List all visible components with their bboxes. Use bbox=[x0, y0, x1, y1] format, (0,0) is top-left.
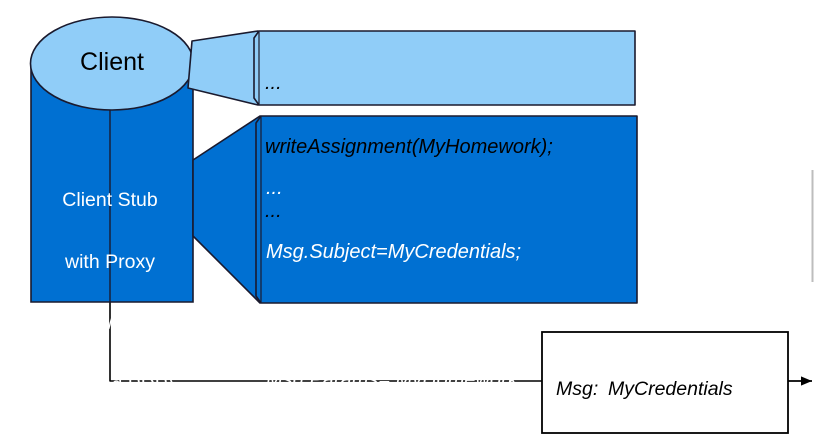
client-stub-label-line-1: Client Stub bbox=[62, 189, 158, 211]
callout-application-tail bbox=[187, 30, 259, 106]
message-box-field-1: MyCredentials bbox=[608, 378, 733, 400]
callout-stub-box bbox=[255, 115, 638, 304]
client-stub-label: Client Stub with Proxy (here without PEP… bbox=[29, 152, 191, 437]
message-box-row-1: Msg: MyCredentials bbox=[556, 378, 778, 400]
callout-stub-line-1: ... bbox=[266, 177, 283, 199]
callout-application-code: ... writeAssignment(MyHomework); ... bbox=[265, 33, 553, 265]
callout-application-box bbox=[253, 30, 636, 106]
client-node-label: Client bbox=[80, 48, 144, 76]
callout-application-line-1: ... bbox=[265, 72, 282, 94]
connector-line bbox=[109, 302, 542, 382]
callout-stub-code: ... Msg.Subject=MyCredentials; Msg.Metho… bbox=[266, 138, 596, 440]
client-stub-label-line-4: PEP and PDP) bbox=[45, 373, 175, 396]
callout-stub-line-4: Msg.Params= MyHomework; bbox=[266, 369, 524, 391]
client-stub-label-line-3: (here without bbox=[53, 312, 167, 334]
callout-application-line-3: ... bbox=[265, 200, 282, 222]
outgoing-arrow-head bbox=[801, 376, 812, 386]
message-box-label: Msg: bbox=[556, 378, 599, 400]
callout-stub-line-5: send(Server, Msg); bbox=[266, 434, 596, 440]
message-box bbox=[541, 331, 789, 434]
callout-stub-tail bbox=[192, 115, 261, 304]
callout-application-line-2: writeAssignment(MyHomework); bbox=[265, 136, 553, 158]
callout-stub-line-2: Msg.Subject=MyCredentials; bbox=[266, 241, 522, 263]
client-stub-label-line-2: with Proxy bbox=[65, 250, 155, 273]
message-box-content: Msg:MyCredentials writeAssignment_Id MyH… bbox=[556, 341, 778, 440]
callout-stub-line-3: Msg.Method_Id=writeAssignment_Id; bbox=[266, 305, 596, 327]
